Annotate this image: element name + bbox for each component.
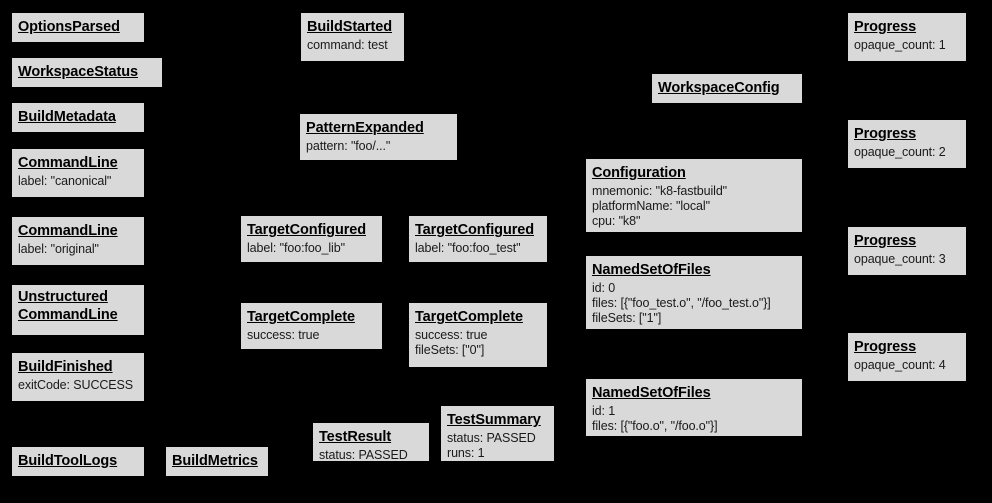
event-node-fields: label: "original" [18,242,138,257]
event-node-field: success: true [247,327,320,342]
event-node-title: BuildMetadata [18,109,116,125]
event-node-fields: label: "foo:foo_lib" [247,241,376,256]
event-node-title: TestSummary [447,412,541,428]
event-node-title: Configuration [592,165,686,181]
event-node-command-line-original[interactable]: CommandLine label: "original" [11,216,145,266]
event-node-title: CommandLine [18,223,118,239]
event-node-progress-4[interactable]: Progress opaque_count: 4 [847,332,967,382]
event-node-field: platformName: "local" [592,198,710,213]
event-node-build-metrics[interactable]: BuildMetrics [165,446,269,477]
event-node-target-configured-test[interactable]: TargetConfigured label: "foo:foo_test" [408,215,548,263]
event-node-title: NamedSetOfFiles [592,262,711,278]
event-node-build-finished[interactable]: BuildFinished exitCode: SUCCESS [11,352,145,402]
event-node-build-started[interactable]: BuildStarted command: test [300,12,405,62]
event-node-fields: mnemonic: "k8-fastbuild"platformName: "l… [592,184,796,230]
event-node-fields: opaque_count: 3 [854,252,960,267]
event-node-field: id: 0 [592,280,616,295]
event-node-fields: opaque_count: 1 [854,38,960,53]
event-node-title: Progress [854,126,917,142]
event-node-title: Progress [854,233,917,249]
event-node-title: Progress [854,339,917,355]
event-node-target-configured-lib[interactable]: TargetConfigured label: "foo:foo_lib" [240,215,383,263]
event-node-fields: status: PASSED [319,448,423,463]
event-node-fields: pattern: "foo/..." [306,139,451,154]
event-node-field: id: 1 [592,403,616,418]
event-node-title: BuildMetrics [172,453,258,469]
event-node-progress-1[interactable]: Progress opaque_count: 1 [847,12,967,62]
event-node-field: label: "canonical" [18,173,112,188]
event-node-field: files: [{"foo.o", "/foo.o"}] [592,418,718,433]
event-node-title: BuildFinished [18,359,113,375]
event-node-field: label: "foo:foo_test" [415,240,521,255]
event-node-workspace-status[interactable]: WorkspaceStatus [11,57,163,88]
event-node-field: files: [{"foo_test.o", "/foo_test.o"}] [592,295,771,310]
event-node-field: success: true [415,327,488,342]
event-node-configuration[interactable]: Configuration mnemonic: "k8-fastbuild"pla… [585,158,803,233]
event-node-field: opaque_count: 3 [854,251,946,266]
event-node-field: status: PASSED [319,447,408,462]
event-node-fields: opaque_count: 4 [854,358,960,373]
event-node-field: opaque_count: 4 [854,357,946,372]
event-node-title: NamedSetOfFiles [592,385,711,401]
event-node-unstructured-command-line[interactable]: Unstructured CommandLine [11,284,145,336]
event-node-field: opaque_count: 1 [854,37,946,52]
event-node-field: pattern: "foo/..." [306,138,391,153]
event-node-title: Progress [854,19,917,35]
event-node-fields: label: "canonical" [18,174,138,189]
event-node-options-parsed[interactable]: OptionsParsed [11,12,145,43]
event-node-field: mnemonic: "k8-fastbuild" [592,183,728,198]
event-node-fields: success: true [247,328,376,343]
event-node-title: BuildStarted [307,19,393,35]
event-node-fields: exitCode: SUCCESS [18,378,138,393]
event-node-title: WorkspaceConfig [658,80,780,96]
event-node-title: WorkspaceStatus [18,64,138,80]
event-node-build-tool-logs[interactable]: BuildToolLogs [11,446,145,477]
event-node-field: label: "original" [18,241,99,256]
event-node-progress-3[interactable]: Progress opaque_count: 3 [847,226,967,276]
event-node-field: label: "foo:foo_lib" [247,240,345,255]
event-node-field: exitCode: SUCCESS [18,377,134,392]
event-node-title: BuildToolLogs [18,453,118,469]
event-node-field: opaque_count: 2 [854,144,946,159]
event-node-build-metadata[interactable]: BuildMetadata [11,102,145,133]
event-node-fields: label: "foo:foo_test" [415,241,541,256]
event-node-field: status: PASSED [447,430,536,445]
event-node-field: fileSets: ["1"] [592,311,662,326]
event-node-title: TargetComplete [247,309,355,325]
event-node-pattern-expanded[interactable]: PatternExpanded pattern: "foo/..." [299,113,458,161]
event-node-title: TargetConfigured [415,222,534,238]
event-node-test-result[interactable]: TestResult status: PASSED [312,422,430,462]
event-node-field: runs: 1 [447,445,485,460]
event-node-field: command: test [307,37,388,52]
event-node-fields: command: test [307,38,398,53]
event-node-title: OptionsParsed [18,19,120,35]
event-node-command-line-canonical[interactable]: CommandLine label: "canonical" [11,148,145,198]
event-node-progress-2[interactable]: Progress opaque_count: 2 [847,119,967,169]
event-node-target-complete-lib[interactable]: TargetComplete success: true [240,302,383,350]
event-node-title: PatternExpanded [306,120,424,136]
event-node-title: TargetComplete [415,309,523,325]
event-node-title: TestResult [319,429,392,445]
event-node-field: fileSets: ["0"] [415,342,485,357]
event-node-workspace-config[interactable]: WorkspaceConfig [651,73,803,104]
event-node-title: CommandLine [18,155,118,171]
event-node-fields: opaque_count: 2 [854,145,960,160]
event-node-field: cpu: "k8" [592,214,641,229]
event-node-title: TargetConfigured [247,222,366,238]
event-node-title: Unstructured CommandLine [18,289,118,323]
